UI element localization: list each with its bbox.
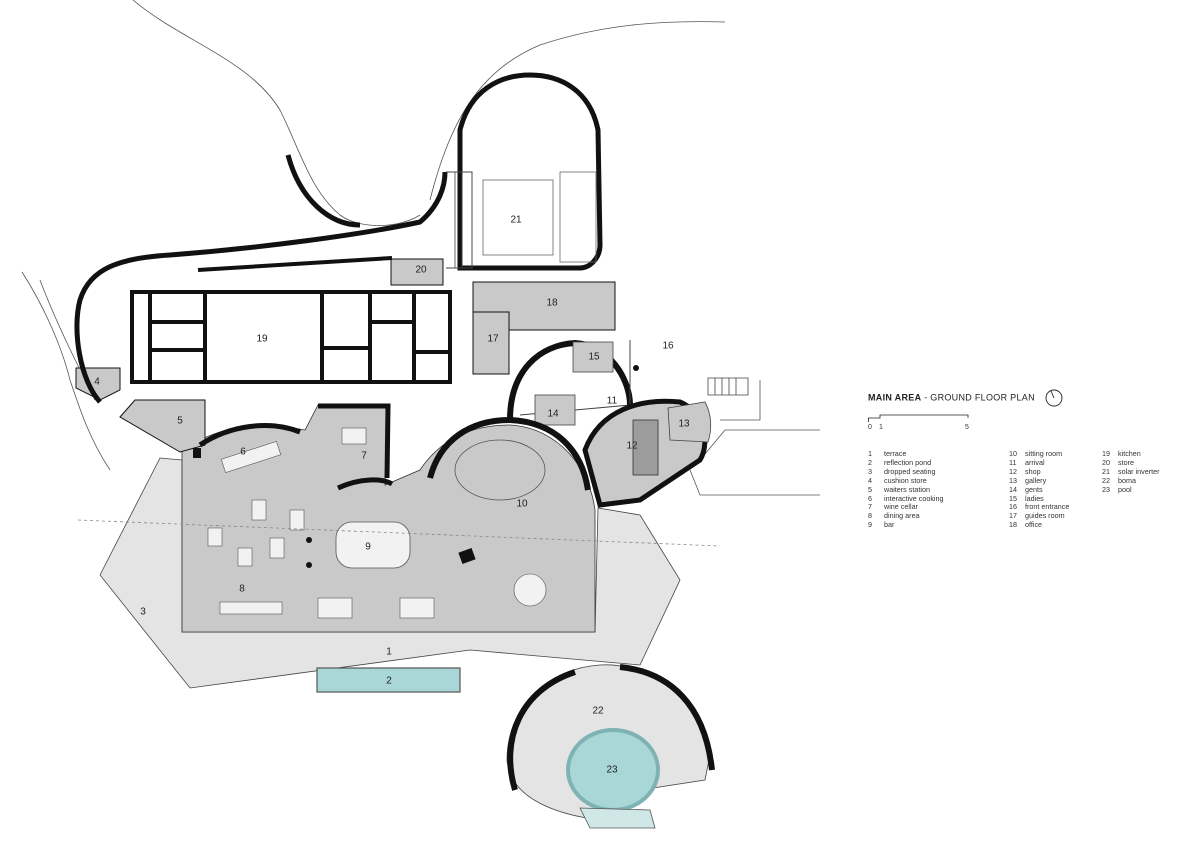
store-room	[390, 258, 444, 286]
room-number-19: 19	[256, 334, 268, 345]
room-number-13: 13	[678, 419, 690, 430]
dining-tables	[207, 427, 547, 619]
kitchen-block	[130, 290, 452, 384]
sitting-room-wall	[427, 416, 591, 491]
terrace-deck	[99, 457, 681, 689]
room-number-4: 4	[94, 377, 100, 388]
guides-room	[472, 311, 510, 375]
room-number-21: 21	[510, 215, 522, 226]
ladies-room	[572, 341, 614, 373]
room-number-11: 11	[607, 396, 618, 407]
scale-bar: 0 1 5	[868, 412, 1168, 442]
room-number-8: 8	[239, 584, 245, 595]
room-number-23: 23	[606, 765, 618, 776]
room-number-3: 3	[140, 607, 146, 618]
terrain-lines	[21, 0, 820, 496]
gallery-room	[667, 401, 712, 443]
service-wall	[74, 171, 448, 404]
room-number-5: 5	[177, 416, 183, 427]
room-number-9: 9	[365, 542, 371, 553]
room-number-18: 18	[546, 298, 558, 309]
room-number-12: 12	[626, 441, 638, 452]
scale-label-0: 0	[868, 424, 872, 431]
room-number-20: 20	[415, 265, 427, 276]
room-number-7: 7	[361, 451, 367, 462]
bar-counter	[335, 521, 411, 569]
room-number-6: 6	[240, 447, 246, 458]
legend-title-rest: - GROUND FLOOR PLAN	[921, 392, 1035, 403]
room-number-2: 2	[386, 676, 392, 687]
solar-inverter-room	[457, 72, 603, 271]
room-number-1: 1	[386, 647, 392, 658]
legend-title-bold: MAIN AREA	[868, 392, 922, 403]
room-number-labels: 1 2 3 4 5 6 7 8 9 10 11 12 13 14 15 16 1…	[94, 215, 690, 776]
room-number-10: 10	[516, 499, 528, 510]
room-number-17: 17	[487, 334, 499, 345]
gents-room	[534, 394, 576, 426]
reflection-pond	[316, 667, 461, 693]
legend-title: MAIN AREA - GROUND FLOOR PLAN	[868, 388, 1168, 408]
room-number-22: 22	[592, 706, 604, 717]
room-number-16: 16	[662, 341, 674, 352]
waiters-station	[119, 399, 206, 453]
columns	[193, 365, 639, 568]
room-number-14: 14	[547, 409, 559, 420]
scale-bar-graphic	[868, 414, 969, 422]
north-arrow-icon	[1045, 389, 1063, 407]
boma-wall	[507, 664, 715, 791]
room-number-15: 15	[588, 352, 600, 363]
scale-label-5: 5	[965, 424, 969, 431]
scale-label-1: 1	[879, 424, 883, 431]
